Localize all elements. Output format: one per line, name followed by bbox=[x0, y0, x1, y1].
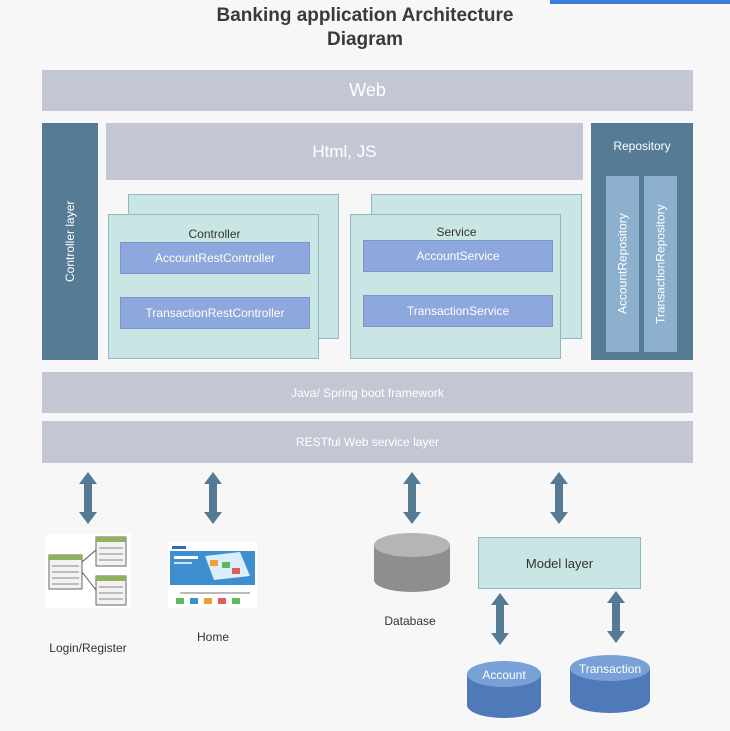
web-label: Web bbox=[349, 80, 386, 100]
transaction-service: TransactionService bbox=[363, 295, 553, 327]
repository-layer: Repository AccountRepository Transaction… bbox=[591, 123, 693, 360]
account-label: Account bbox=[482, 668, 526, 682]
framework-layer: Java/ Spring boot framework bbox=[42, 372, 693, 413]
html-js-layer: Html, JS bbox=[106, 123, 583, 180]
database-arrow bbox=[403, 472, 421, 524]
controller-card: Controller AccountRestController Transac… bbox=[108, 214, 319, 359]
account-rest-controller: AccountRestController bbox=[120, 242, 310, 274]
diagram-title: Banking application Architecture Diagram bbox=[0, 4, 730, 52]
transaction-cylinder bbox=[570, 655, 650, 713]
transaction-arrow bbox=[607, 591, 625, 643]
html-js-label: Html, JS bbox=[312, 141, 377, 161]
model-layer-label: Model layer bbox=[525, 555, 594, 571]
service-card: Service AccountService TransactionServic… bbox=[350, 214, 561, 359]
login-register-icon bbox=[46, 534, 131, 608]
account-arrow bbox=[491, 593, 509, 645]
model-arrow bbox=[550, 472, 568, 524]
repository-label: Repository bbox=[613, 139, 671, 153]
transaction-label: Transaction bbox=[578, 662, 642, 676]
framework-label: Java/ Spring boot framework bbox=[291, 385, 444, 400]
home-label: Home bbox=[196, 630, 229, 644]
home-arrow bbox=[204, 472, 222, 524]
controller-label: Controller bbox=[188, 227, 241, 241]
account-cylinder bbox=[467, 661, 541, 718]
login-register-label: Login/Register bbox=[49, 641, 127, 655]
database-label: Database bbox=[384, 614, 436, 628]
restful-label: RESTful Web service layer bbox=[295, 435, 440, 449]
title-line-1: Banking application Architecture bbox=[216, 5, 514, 26]
home-thumbnail bbox=[168, 542, 257, 608]
title-line-2: Diagram bbox=[326, 29, 404, 50]
transaction-rest-controller: TransactionRestController bbox=[120, 297, 310, 329]
top-accent-bar bbox=[550, 0, 730, 4]
database-cylinder bbox=[374, 533, 450, 592]
login-arrow bbox=[79, 472, 97, 524]
restful-layer: RESTful Web service layer bbox=[42, 421, 693, 463]
web-layer: Web bbox=[42, 70, 693, 111]
service-label: Service bbox=[436, 225, 477, 239]
model-layer: Model layer bbox=[478, 537, 641, 589]
account-service: AccountService bbox=[363, 240, 553, 272]
